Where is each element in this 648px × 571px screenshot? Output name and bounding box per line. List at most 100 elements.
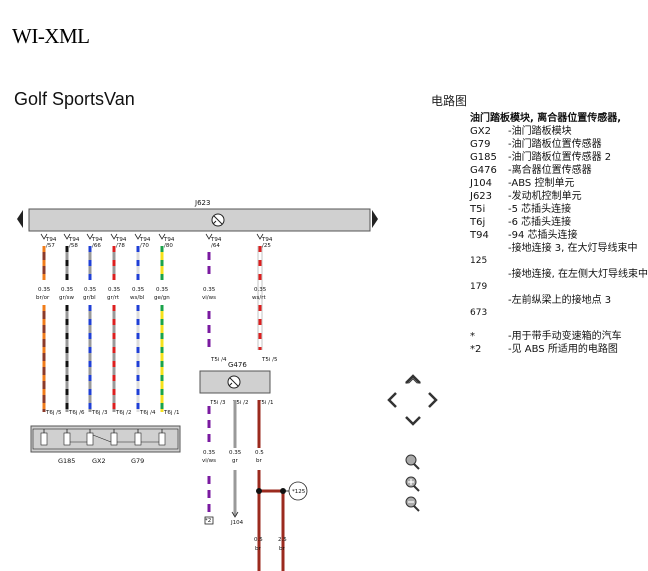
component-label-gx2: GX2 [92,457,106,465]
legend-code: G185 [470,152,497,163]
legend-code: *2 [470,344,482,355]
legend-desc: -油门踏板模块 [508,126,572,137]
pin-label: T6j /1 [163,410,180,416]
pin-label: /78 [116,243,125,249]
pin-label: T5i /5 [261,357,278,363]
legend-desc: -用于带手动变速箱的汽车 [508,331,622,342]
pin-label: T94 [139,237,151,243]
wire-color: ge/gn [154,295,170,301]
legend-desc: -6 芯插头连接 [508,217,572,228]
pin-label: T6j /2 [115,410,132,416]
wire-color: vi/ws [202,295,216,301]
legend-code: J623 [470,191,493,202]
pin-label: /70 [140,243,149,249]
wire-color: ws/rt [252,295,266,301]
legend-panel: 油门踏板模块, 离合器位置传感器, GX2-油门踏板模块 G79-油门踏板位置传… [470,112,648,356]
wire-gauge: 0.35 [61,287,74,293]
wire-gauge: 0.35 [203,287,216,293]
app-title: WI-XML [12,24,90,48]
component-label-g185: G185 [58,457,75,465]
sensor-label: G476 [228,361,247,369]
pin-label: T6j /3 [91,410,108,416]
document-title: Golf SportsVan [14,89,135,109]
pin-group-top: T94 /57 T94 /58 T94 /66 T94 /78 T94 /70 … [36,233,273,412]
ground-ref-bubble[interactable]: *125 [288,481,308,501]
zoom-icon[interactable] [405,454,420,470]
wire-gauge: 0.5 [255,450,264,456]
wire-color: br/or [36,295,50,301]
legend-code: 125 [470,256,488,266]
wire-gr-lower [231,400,239,518]
pin-label: T94 [45,237,57,243]
pin-label: T5i /1 [257,400,274,406]
legend-code: * [470,331,475,342]
g476-sensor: G476 T5i /4 T5i /5 T5i /3 T5i /2 T5i /1 [199,357,278,406]
arrow-down-icon[interactable] [405,416,421,426]
legend-item: G79-油门踏板位置传感器 [470,138,632,151]
legend-item: T94-94 芯插头连接 [470,229,632,242]
legend-code: 179 [470,282,488,292]
legend-desc: -发动机控制单元 [508,191,582,202]
legend-desc: -5 芯插头连接 [508,204,572,215]
pin-label: T5i /2 [232,400,249,406]
wire-gauge: 0.35 [84,287,97,293]
legend-code: J104 [470,178,493,189]
pin-label: T94 [68,237,80,243]
component-label-g79: G79 [131,457,144,465]
legend-code: G476 [470,165,497,176]
abs-ref: *2 [205,518,211,524]
legend-item: T5i -5 芯插头连接 [470,203,632,216]
legend-code: G79 [470,139,491,150]
legend-item: J623 -发动机控制单元 [470,190,632,203]
legend-item: G185-油门踏板位置传感器 2 [470,151,632,164]
wire-color: gr/rt [107,295,120,301]
wire-gauge: 0.35 [38,287,51,293]
legend-item: 125-接地连接 3, 在大灯导线束中 [470,242,638,268]
pin-label: T94 [261,237,273,243]
scroll-right-icon[interactable] [372,210,378,228]
legend-desc: -见 ABS 所适用的电路图 [508,344,618,355]
pin-label: /66 [92,243,101,249]
legend-note: * -用于带手动变速箱的汽车 [470,330,632,343]
legend-item: J104-ABS 控制单元 [470,177,632,190]
legend-code: T6j [470,217,486,228]
wire-color: vi/ws [202,458,216,464]
wire-ws-rt [257,246,263,350]
legend-desc: -94 芯插头连接 [508,230,578,241]
wire-color: br [255,546,261,552]
wiring-diagram: J623 [0,190,380,571]
legend-item: GX2-油门踏板模块 [470,125,632,138]
pin-label: T6j /5 [45,410,62,416]
wire-gauge: 0.35 [132,287,145,293]
wire-gauge: 0.35 [229,450,242,456]
wire-gauge: 0.35 [203,450,216,456]
legend-item: T6j -6 芯插头连接 [470,216,632,229]
zoom-in-icon[interactable] [405,476,420,492]
pin-label: T94 [163,237,175,243]
wire-gauge: 0.5 [254,537,263,543]
wire-br-lower [256,400,289,571]
legend-code: T5i [470,204,486,215]
pin-label: T6j /4 [139,410,156,416]
wire-color: br [279,546,285,552]
gx2-module: T6j /5 T6j /6 T6j /3 T6j /2 T6j /4 T6j /… [30,410,181,465]
wire-color: br [256,458,262,464]
pin-label: T5i /3 [209,400,226,406]
pin-label: T5i /4 [210,357,227,363]
arrow-left-icon[interactable] [387,392,397,408]
wire-color: gr/sw [59,295,74,301]
wire-color: gr/bl [83,295,96,301]
pin-label: /80 [164,243,173,249]
abs-unit-label: J104 [230,520,244,526]
scroll-left-icon[interactable] [17,210,23,228]
wire-gauge: 0.35 [108,287,121,293]
pin-label: T94 [115,237,127,243]
ground-symbol-icon [227,375,241,389]
zoom-out-icon[interactable] [405,496,420,512]
pin-label: /64 [211,243,220,249]
wire-gauge: 0.35 [254,287,267,293]
control-unit-label: J623 [194,199,210,207]
arrow-up-icon[interactable] [405,374,421,384]
arrow-right-icon[interactable] [428,392,438,408]
legend-desc: -离合器位置传感器 [508,165,592,176]
